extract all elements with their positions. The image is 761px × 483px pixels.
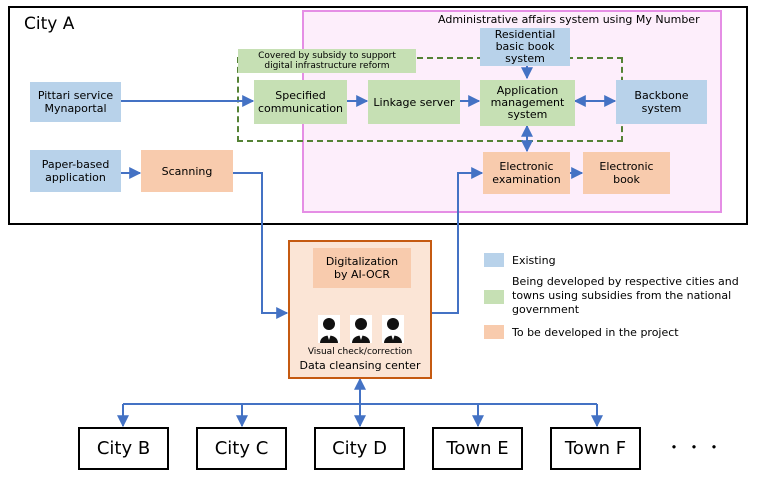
subsidy-note: Covered by subsidy to support digital in… [238,49,416,73]
paper-application-box: Paper-based application [30,150,121,192]
person-icon [350,315,372,343]
city-a-label: City A [24,14,75,34]
municipality-town-f: Town F [550,427,641,470]
exam-line1: Electronic [499,160,554,173]
pittari-mynaportal-box: Pittari service Mynaportal [30,82,121,122]
municipality-city-c: City C [196,427,287,470]
legend-label-project: To be developed in the project [512,326,679,339]
paper-line2: application [45,171,106,184]
arrow-center-exam [432,167,484,314]
pittari-line2: Mynaportal [44,102,107,115]
subsidy-note-line2: digital infrastructure reform [264,61,390,71]
electronic-examination-box: Electronic examination [483,152,570,194]
legend-subsidy-line1: Being developed by respective cities and [512,275,739,288]
backbone-line2: system [641,102,682,115]
scanning-label: Scanning [161,164,213,178]
application-management-box: Application management system [480,80,575,126]
pittari-line1: Pittari service [37,89,114,102]
appmgmt-line3: system [507,108,548,121]
linkage-label: Linkage server [373,95,455,109]
arrow-scanning-center [233,172,289,319]
ocr-line2: by AI-OCR [333,268,390,281]
municipality-city-b: City B [78,427,169,470]
ebook-line2: book [613,173,640,186]
backbone-system-box: Backbone system [616,80,707,124]
exam-line2: examination [492,173,561,186]
appmgmt-line1: Application [496,84,559,97]
legend-subsidy-line2: towns using subsidies from the national [512,289,732,302]
city-a-frame [8,6,748,225]
appmgmt-line2: management [490,96,565,109]
specified-line1: Specified [275,89,326,102]
legend-label-subsidy: Being developed by respective cities and… [512,275,739,317]
person-icon [318,315,340,343]
data-cleansing-center-label: Data cleansing center [299,359,421,372]
legend-swatch-subsidy [484,290,504,304]
legend-label-existing: Existing [512,254,556,267]
municipality-town-e: Town E [432,427,523,470]
residential-basic-book-box: Residential basic book system [480,28,570,66]
specified-line2: communication [257,102,344,115]
person-icon [382,315,404,343]
municipality-city-d: City D [314,427,405,470]
ocr-line1: Digitalization [325,255,399,268]
residential-line2: basic book [495,40,555,53]
backbone-line1: Backbone [634,89,689,102]
residential-line3: system [505,52,545,65]
residential-line1: Residential [494,28,556,41]
ai-ocr-box: Digitalization by AI-OCR [313,248,411,288]
visual-check-label: Visual check/correction [307,347,413,357]
electronic-book-box: Electronic book [583,152,670,194]
linkage-server-box: Linkage server [368,80,460,124]
subsidy-note-line1: Covered by subsidy to support [258,51,396,61]
specified-communication-box: Specified communication [254,80,347,124]
admin-system-label: Administrative affairs system using My N… [438,13,700,26]
paper-line1: Paper-based [41,158,110,171]
more-municipalities-ellipsis: ・・・ [666,438,727,457]
legend-swatch-existing [484,253,504,267]
scanning-box: Scanning [141,150,233,192]
ebook-line1: Electronic [599,160,654,173]
legend-subsidy-line3: government [512,303,580,316]
legend-swatch-project [484,325,504,339]
